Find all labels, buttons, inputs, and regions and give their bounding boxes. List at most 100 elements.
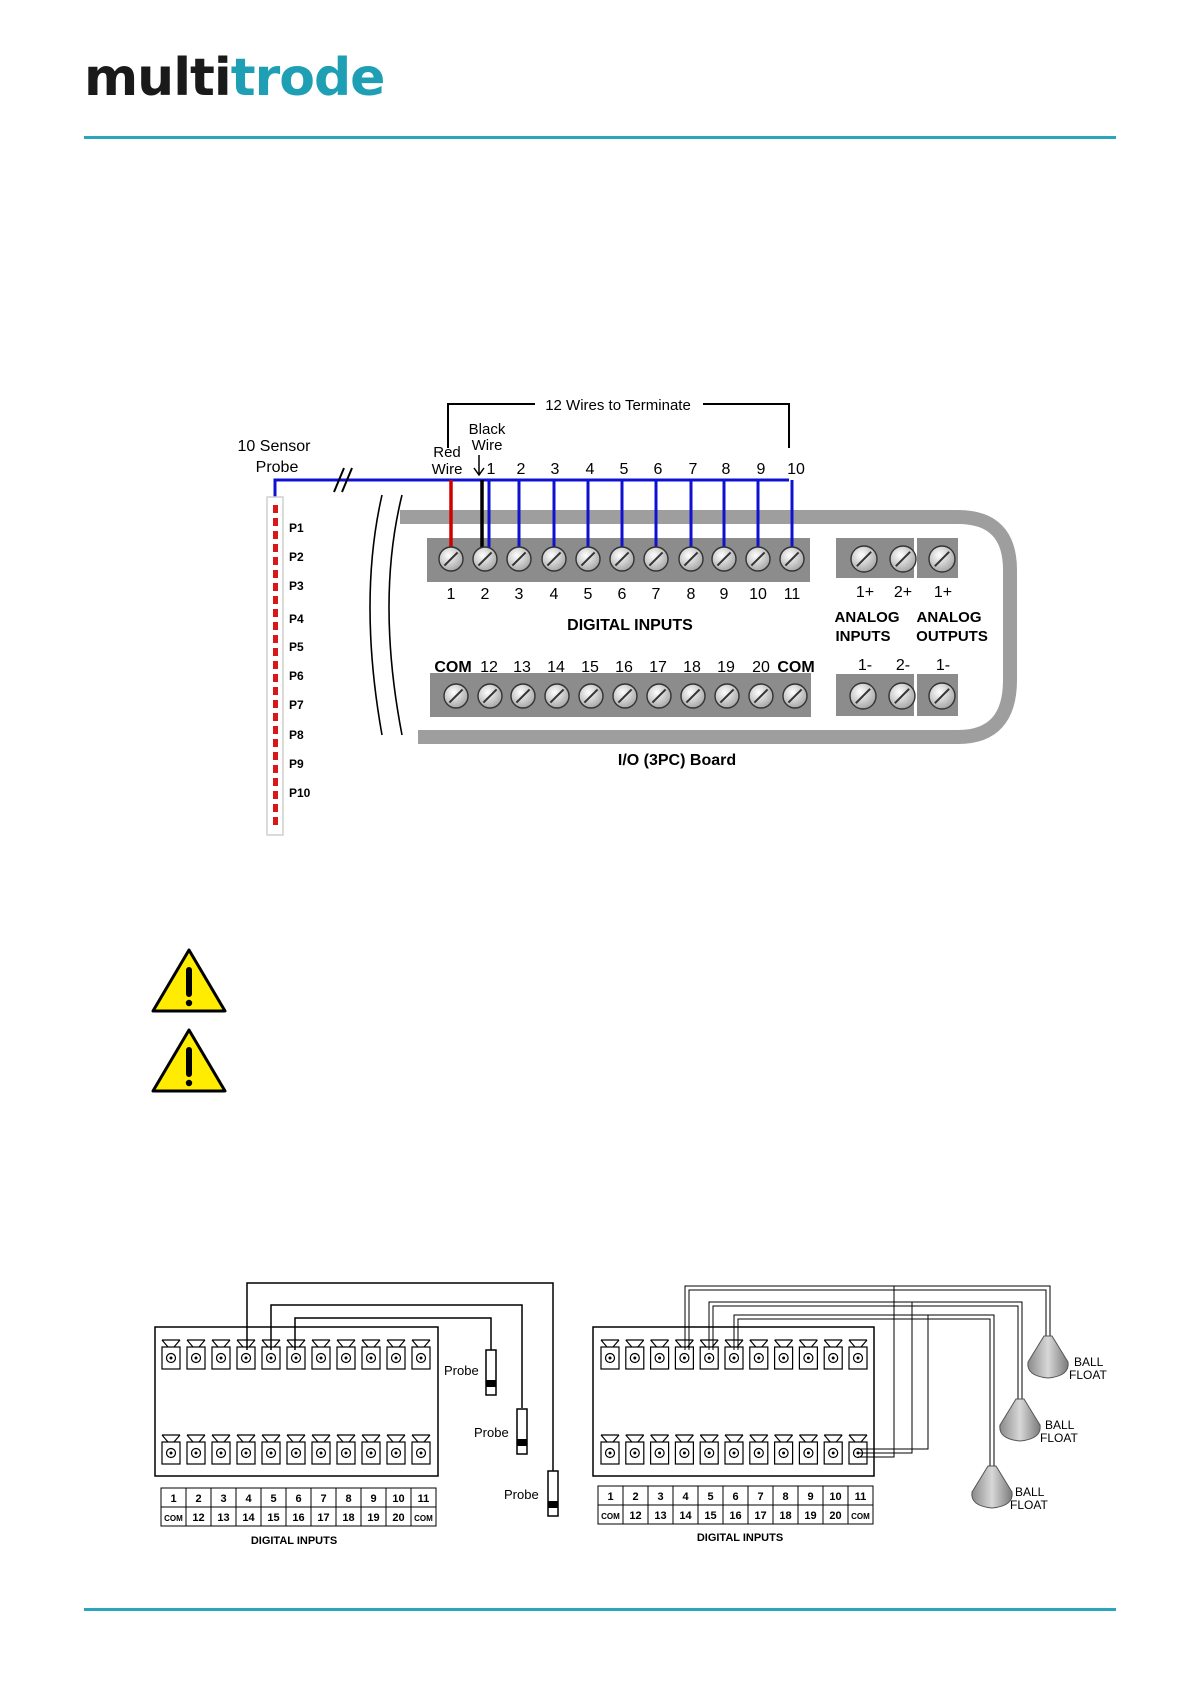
connector-screw-center xyxy=(757,1356,761,1360)
table-cell-label: 17 xyxy=(317,1512,329,1524)
connector-clamp xyxy=(186,1434,206,1443)
connector-clamp xyxy=(699,1434,719,1443)
float-label: BALL xyxy=(1074,1355,1104,1369)
table-cell-label: 1 xyxy=(607,1491,613,1503)
probe-point-label: P6 xyxy=(289,669,304,683)
screw-slot xyxy=(617,688,633,704)
table-cell-label: 18 xyxy=(779,1510,791,1522)
connector-screw-center xyxy=(294,1451,298,1455)
terminal-screw xyxy=(578,683,604,709)
terminal-number: 6 xyxy=(618,586,627,603)
screw-slot xyxy=(685,688,701,704)
connector-screw-center xyxy=(806,1451,810,1455)
probe-point-label: P1 xyxy=(289,521,304,535)
terminal-number: 4 xyxy=(550,586,559,603)
connector-screw-center xyxy=(658,1356,662,1360)
probe-point-label: P8 xyxy=(289,728,304,742)
terminal-number: 14 xyxy=(547,659,565,676)
probe-body xyxy=(516,1408,528,1455)
connector-clamp xyxy=(650,1434,670,1443)
screw-slot xyxy=(894,688,910,704)
connector-screw-center xyxy=(319,1356,323,1360)
screw-slot xyxy=(549,688,565,704)
probe-wire xyxy=(246,1282,554,1471)
connector-clamp xyxy=(236,1434,256,1443)
connector-screw-center xyxy=(219,1451,223,1455)
terminal-connector xyxy=(361,1434,381,1465)
probe-wire xyxy=(270,1304,523,1408)
terminal-connector xyxy=(261,1434,281,1465)
terminal-screw xyxy=(849,682,877,710)
terminal-connector xyxy=(823,1434,843,1465)
table-cell-label: 9 xyxy=(807,1491,813,1503)
connector-clamp xyxy=(161,1339,181,1348)
screw-slot xyxy=(583,688,599,704)
probe-point-label: P10 xyxy=(289,786,311,800)
terminal-screw xyxy=(643,546,669,572)
analog-terminal-label: 1+ xyxy=(856,584,874,601)
probe-sensors xyxy=(273,505,278,825)
table-cell-label: 4 xyxy=(682,1491,689,1503)
probe-band xyxy=(517,1439,527,1446)
connector-clamp xyxy=(774,1339,794,1348)
analog-inputs-label-2: INPUTS xyxy=(835,628,890,645)
table-cell-label: 20 xyxy=(829,1510,841,1522)
terminal-connector xyxy=(724,1434,744,1465)
table-cell xyxy=(847,1504,874,1525)
connector-screw-center xyxy=(269,1451,273,1455)
connector-screw-center xyxy=(757,1451,761,1455)
connector-screw-center xyxy=(344,1451,348,1455)
probe-sensor-segment xyxy=(273,674,278,682)
digital-inputs-caption-right: DIGITAL INPUTS xyxy=(697,1532,783,1544)
terminal-connector xyxy=(823,1339,843,1370)
analog-outputs-label-1: ANALOG xyxy=(917,609,982,626)
terminal-number: 5 xyxy=(584,586,593,603)
analog-terminal-label: 2- xyxy=(896,657,910,674)
terminal-connector xyxy=(674,1434,695,1465)
terminal-connector xyxy=(236,1434,256,1465)
table-cell-label: 15 xyxy=(704,1510,716,1522)
terminal-screw xyxy=(678,546,704,572)
table-cell-label: 3 xyxy=(220,1493,226,1505)
connector-clamp xyxy=(625,1434,645,1443)
table-cell-label: 20 xyxy=(392,1512,404,1524)
table-cell-label: 8 xyxy=(782,1491,788,1503)
terminal-connector xyxy=(336,1434,356,1465)
probe-sensor-segment xyxy=(273,518,278,526)
float-label: BALL xyxy=(1015,1485,1045,1499)
connector-screw-center xyxy=(806,1356,810,1360)
connector-clamp xyxy=(625,1339,645,1348)
connector-screw-center xyxy=(244,1356,248,1360)
terminal-connector xyxy=(211,1339,231,1370)
table-cell-label: 4 xyxy=(245,1493,252,1505)
screw-slot xyxy=(580,551,596,567)
screw-slot xyxy=(477,551,493,567)
connector-screw-center xyxy=(682,1451,686,1455)
float-label: FLOAT xyxy=(1040,1431,1078,1445)
connector-clamp xyxy=(211,1434,231,1443)
table-cell-label: 18 xyxy=(342,1512,354,1524)
screw-slot xyxy=(683,551,699,567)
terminal-connector xyxy=(286,1434,306,1465)
table-cell-label: 16 xyxy=(292,1512,304,1524)
probe-sensor-segment xyxy=(273,700,278,708)
probe-sensor-segment xyxy=(273,817,278,825)
warning-icon xyxy=(151,948,227,1013)
table-cell-label: 2 xyxy=(195,1493,201,1505)
analog-outputs-label-2: OUTPUTS xyxy=(916,628,988,645)
connector-screw-center xyxy=(194,1451,198,1455)
probe-sensor-segment xyxy=(273,570,278,578)
connector-clamp xyxy=(161,1434,181,1443)
terminal-number: 3 xyxy=(515,586,524,603)
terminal-connector xyxy=(798,1339,819,1370)
connector-screw-center xyxy=(782,1451,786,1455)
connector-clamp xyxy=(823,1339,843,1348)
warning-icon xyxy=(151,1028,227,1093)
terminal-connector xyxy=(773,1434,794,1465)
terminal-screw xyxy=(575,546,601,572)
probe-sensor-segment xyxy=(273,752,278,760)
connector-clamp xyxy=(848,1434,868,1443)
